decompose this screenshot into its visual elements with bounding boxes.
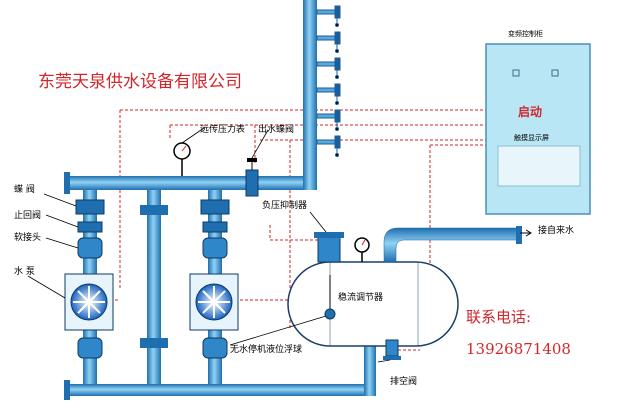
touch-screen-label: 触摸显示屏 (514, 133, 549, 142)
suction-pipe (70, 384, 376, 396)
pump-column-2 (189, 190, 239, 390)
check-valve-2 (202, 221, 228, 233)
soft-joint-label: 软接头 (14, 231, 41, 243)
header-pipe (70, 176, 316, 190)
soft-joint-1 (77, 237, 103, 259)
contact-phone: 13926871408 (466, 340, 571, 358)
outlet-riser (303, 0, 317, 190)
inlet-pipe (383, 227, 519, 263)
signal-lines (110, 109, 488, 351)
flow-stabilizer-label: 稳流调节器 (338, 291, 383, 303)
check-valve-1 (77, 221, 103, 233)
control-cabinet (485, 43, 591, 215)
tap-water-inlet-label: 接自来水 (538, 224, 574, 236)
start-button[interactable]: 启动 (518, 104, 542, 119)
tank-outlet-pipe (364, 340, 376, 396)
float-switch-label: 无水停机液位浮球 (230, 343, 302, 355)
cabinet-title: 变频控制柜 (508, 29, 543, 38)
remote-pressure-gauge-label: 远传压力表 (200, 123, 245, 135)
butterfly-valve-2 (200, 199, 230, 215)
middle-pipe (147, 190, 161, 390)
riser-taps (316, 5, 341, 157)
touch-screen (497, 145, 581, 187)
drain-valve (385, 339, 399, 357)
float-switch-icon (324, 308, 336, 320)
butterfly-valve-label: 蝶 阀 (14, 183, 35, 195)
header-end-flange (64, 172, 70, 194)
callout-lines (27, 127, 391, 363)
company-name: 东莞天泉供水设备有限公司 (38, 72, 242, 92)
soft-joint-1b (77, 337, 103, 359)
check-valve-label: 止回阀 (14, 209, 41, 221)
flow-stabilizer-tank (287, 261, 459, 347)
pump-column-1 (64, 190, 114, 390)
butterfly-valve-1 (75, 199, 105, 215)
contact-label: 联系电话: (466, 308, 531, 326)
soft-joint-2 (202, 237, 228, 259)
drain-valve-label: 排空阀 (390, 375, 417, 387)
outlet-butterfly-valve-label: 出水蝶阀 (258, 123, 294, 135)
water-pump-label: 水 泵 (14, 265, 35, 277)
negative-pressure-suppressor-label: 负压抑制器 (262, 199, 307, 211)
outlet-butterfly-valve (245, 169, 259, 197)
negative-pressure-suppressor (317, 235, 341, 263)
soft-joint-2b (202, 337, 228, 359)
